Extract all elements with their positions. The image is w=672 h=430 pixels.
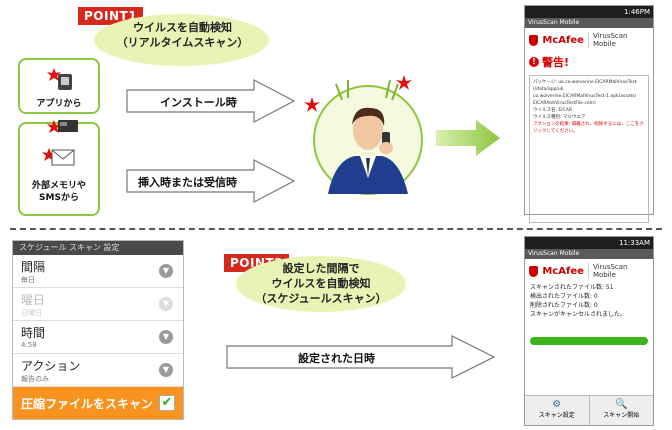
scan-settings-button[interactable]: ⚙ スキャン設定	[525, 396, 590, 425]
magnifier-icon: 🔍	[590, 399, 654, 410]
brand-name: McAfee	[542, 266, 584, 277]
detail-line: ウイルス種別: マルウエア	[533, 114, 645, 121]
detail-line: パッケージ: uk.co.wolverine.EICARMalVirusTest…	[533, 79, 645, 93]
summary-line: 削除されたファイル数: 0	[530, 301, 648, 310]
phone-scan-result-screen: 11:33AM VirusScan Mobile McAfee VirusSca…	[524, 236, 654, 426]
setting-interval[interactable]: 間隔 毎日 ▼	[13, 255, 183, 288]
schedule-cloud-text: 設定した間隔で ウイルスを自動検知 （スケジュールスキャン）	[246, 261, 396, 306]
source-app-box: アプリから	[18, 58, 100, 114]
setting-action[interactable]: アクション 報告のみ ▼	[13, 354, 183, 387]
mcafee-shield-icon	[529, 266, 538, 277]
summary-line: スキャンされたファイル数: 51	[530, 283, 648, 292]
source-external-label: 外部メモリや SMSから	[20, 180, 98, 204]
action-result-link[interactable]: アクションの結果: 隔離され、削除するには、ここをクリックしてください。	[533, 121, 645, 135]
scan-progress-bar	[530, 337, 648, 345]
warning-detail-box[interactable]: パッケージ: uk.co.wolverine.EICARMalVirusTest…	[529, 75, 649, 223]
realtime-cloud-text: ウイルスを自動検知 （リアルタイムスキャン）	[100, 20, 265, 50]
setting-time[interactable]: 時間 4:58 ▼	[13, 321, 183, 354]
chevron-down-icon: ▼	[159, 363, 173, 377]
product-name: VirusScan Mobile	[588, 263, 649, 279]
warning-icon: !	[529, 57, 539, 67]
schedule-arrow-label: 設定された日時	[298, 350, 375, 366]
bottom-buttons: ⚙ スキャン設定 🔍 スキャン開始	[525, 395, 653, 425]
product-name: VirusScan Mobile	[588, 32, 649, 48]
app-install-icon	[46, 66, 76, 94]
summary-line: スキャンがキャンセルされました。	[530, 310, 648, 319]
schedule-scan-settings: スケジュール スキャン 設定 間隔 毎日 ▼ 曜日 日曜日 ▼ 時間 4:58 …	[12, 240, 184, 420]
detail-line: EICARAntiVirusTestFile.com)	[533, 100, 645, 107]
checkbox-checked-icon[interactable]: ✔	[159, 395, 175, 411]
status-time: 11:33AM	[619, 239, 650, 247]
mcafee-header: McAfee VirusScan Mobile	[525, 259, 653, 283]
scan-compressed-toggle[interactable]: 圧縮ファイルをスキャン ✔	[13, 387, 184, 420]
scan-start-button[interactable]: 🔍 スキャン開始	[590, 396, 654, 425]
setting-weekday[interactable]: 曜日 日曜日 ▼	[13, 288, 183, 321]
app-title-bar: VirusScan Mobile	[525, 18, 653, 28]
chevron-down-icon: ▼	[159, 297, 173, 311]
scan-summary: スキャンされたファイル数: 51 検出されたファイル数: 0 削除されたファイル…	[525, 283, 653, 319]
detail-line: ウイルス名: EICAR	[533, 107, 645, 114]
install-arrow-label: インストール時	[160, 94, 237, 110]
memory-sms-icon	[40, 118, 84, 178]
section-divider	[10, 228, 662, 230]
app-title-bar: VirusScan Mobile	[525, 249, 653, 259]
detail-line: co.wolverine.EICARMalVirusTest-1.apk)ass…	[533, 93, 645, 100]
mcafee-shield-icon	[529, 35, 538, 46]
status-bar: 11:33AM	[525, 237, 653, 249]
receive-arrow-label: 挿入時または受信時	[138, 174, 237, 190]
mcafee-header: McAfee VirusScan Mobile	[525, 28, 653, 52]
warning-heading: ! 警告!	[525, 52, 653, 72]
chevron-down-icon: ▼	[159, 330, 173, 344]
result-arrow	[436, 118, 502, 158]
phone-warning-screen: 1:46PM VirusScan Mobile McAfee VirusScan…	[524, 5, 654, 215]
alert-burst-icon	[334, 74, 404, 104]
source-external-box: 外部メモリや SMSから	[18, 122, 100, 216]
settings-header: スケジュール スキャン 設定	[13, 241, 183, 255]
chevron-down-icon: ▼	[159, 264, 173, 278]
summary-line: 検出されたファイル数: 0	[530, 292, 648, 301]
gear-icon: ⚙	[525, 399, 589, 410]
status-bar: 1:46PM	[525, 6, 653, 18]
source-app-label: アプリから	[20, 98, 98, 110]
brand-name: McAfee	[542, 35, 584, 46]
status-time: 1:46PM	[624, 8, 650, 16]
